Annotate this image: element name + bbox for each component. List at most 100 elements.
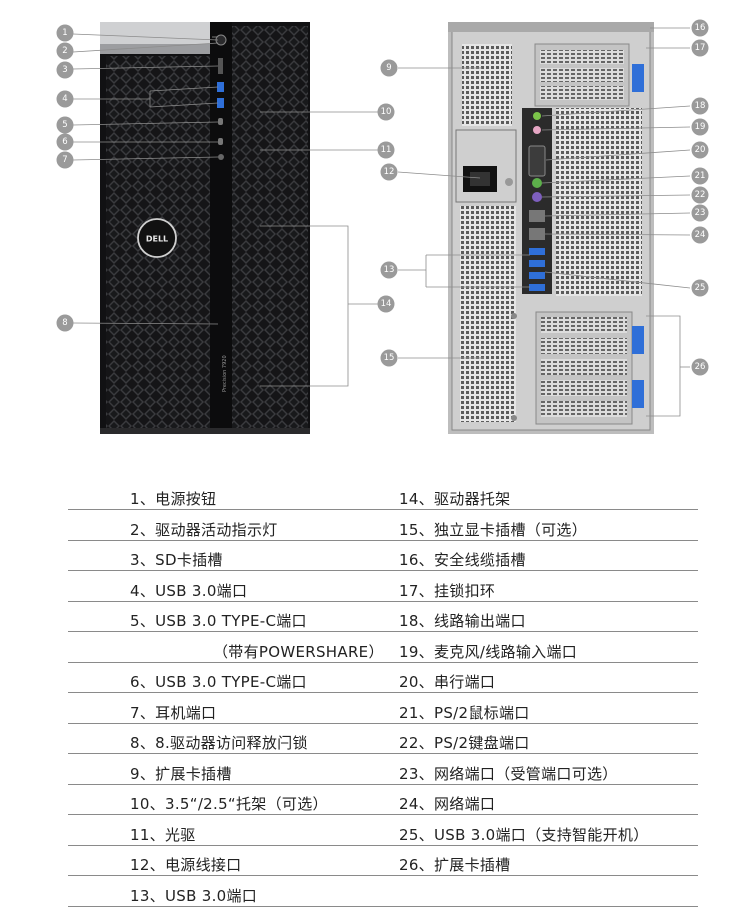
svg-text:11: 11 (381, 145, 392, 155)
callout-11: 11 (377, 141, 395, 159)
svg-text:18: 18 (695, 101, 706, 111)
legend-left: 8、8.驱动器访问释放闩锁 (130, 734, 308, 752)
legend-right: 19、麦克风/线路输入端口 (399, 642, 578, 661)
legend-row: 10、3.5“/2.5“托架（可选）24、网络端口 (68, 785, 698, 815)
legend-left: 9、扩展卡插槽 (130, 764, 232, 783)
svg-text:8: 8 (62, 318, 67, 328)
legend-left: 6、USB 3.0 TYPE-C端口 (130, 673, 307, 691)
legend-right: 23、网络端口（受管端口可选） (399, 764, 618, 783)
legend-row: 6、USB 3.0 TYPE-C端口 20、串行端口 (68, 663, 698, 693)
callout-12: 12 (380, 163, 398, 181)
callout-14: 14 (377, 295, 395, 313)
row-divider (68, 875, 698, 876)
legend-left: 11、光驱 (130, 825, 196, 844)
svg-text:23: 23 (695, 208, 706, 218)
row-divider (68, 844, 698, 846)
svg-text:16: 16 (695, 23, 706, 33)
legend-left: 10、3.5“/2.5“托架（可选） (130, 795, 328, 813)
legend-left: （带有POWERSHARE） (213, 642, 384, 661)
row-divider (68, 539, 698, 541)
callout-badges: 1 2 3 4 5 6 7 8 10 11 14 9 12 13 15 16 1… (56, 19, 709, 376)
row-divider (68, 753, 698, 754)
legend-right: 25、USB 3.0端口（支持智能开机） (399, 825, 649, 844)
svg-text:12: 12 (384, 167, 395, 177)
svg-text:13: 13 (384, 265, 395, 275)
callout-24: 24 (691, 226, 709, 244)
row-divider (68, 570, 698, 571)
legend-right: 14、驱动器托架 (399, 490, 511, 508)
front-chassis (100, 22, 310, 434)
legend-right: 22、PS/2键盘端口 (399, 734, 530, 752)
dell-logo-text: DELL (146, 235, 168, 244)
callout-13: 13 (380, 261, 398, 279)
callout-10: 10 (377, 103, 395, 121)
row-divider (68, 509, 698, 510)
svg-text:4: 4 (62, 94, 67, 104)
legend-right: 18、线路输出端口 (399, 612, 526, 630)
legend-right: 20、串行端口 (399, 673, 496, 691)
svg-text:7: 7 (62, 155, 67, 165)
row-divider (68, 722, 698, 724)
legend-row: 5、USB 3.0 TYPE-C端口 18、线路输出端口 (68, 602, 698, 632)
callout-8: 8 (56, 314, 74, 332)
svg-text:14: 14 (381, 299, 392, 309)
legend-left: 12、电源线接口 (130, 856, 242, 874)
legend-left: 4、USB 3.0端口 (130, 581, 248, 600)
legend-row: 12、电源线接口 26、扩展卡插槽 (68, 846, 698, 876)
row-divider (68, 783, 698, 785)
svg-text:9: 9 (386, 63, 391, 73)
legend-left: 2、驱动器活动指示灯 (130, 520, 278, 539)
legend-row: 11、光驱 25、USB 3.0端口（支持智能开机） (68, 816, 698, 846)
svg-text:21: 21 (695, 171, 706, 181)
callout-16: 16 (691, 19, 709, 37)
callout-7: 7 (56, 151, 74, 169)
legend-row: 1、电源按钮 14、驱动器托架 (68, 480, 698, 510)
row-divider (68, 814, 698, 815)
svg-text:17: 17 (695, 43, 706, 53)
callout-22: 22 (691, 186, 709, 204)
callout-23: 23 (691, 204, 709, 222)
callout-25: 25 (691, 279, 709, 297)
legend-left: 7、耳机端口 (130, 703, 217, 722)
callout-4: 4 (56, 90, 74, 108)
legend-left: 3、SD卡插槽 (130, 551, 223, 569)
callout-26: 26 (691, 358, 709, 376)
rear-chassis (448, 22, 654, 434)
legend-left: 5、USB 3.0 TYPE-C端口 (130, 612, 307, 630)
callout-19: 19 (691, 118, 709, 136)
legend-right: 15、独立显卡插槽（可选） (399, 520, 587, 539)
svg-text:3: 3 (62, 65, 67, 75)
svg-text:10: 10 (381, 107, 392, 117)
callout-20: 20 (691, 141, 709, 159)
row-divider (68, 600, 698, 602)
svg-text:24: 24 (695, 230, 706, 240)
legend-right: 26、扩展卡插槽 (399, 856, 511, 874)
legend-row: （带有POWERSHARE） 19、麦克风/线路输入端口 (68, 633, 698, 663)
dell-logo: DELL (137, 218, 177, 258)
callout-6: 6 (56, 133, 74, 151)
row-divider (68, 661, 698, 663)
legend-row: 13、USB 3.0端口 (68, 877, 698, 907)
svg-text:1: 1 (62, 28, 67, 38)
legend-row: 8、8.驱动器访问释放闩锁 22、PS/2键盘端口 (68, 724, 698, 754)
callout-lines (72, 27, 691, 417)
workstation-diagram: DELL Precision 7920 (56, 19, 709, 434)
svg-text:25: 25 (695, 283, 706, 293)
callout-2: 2 (56, 42, 74, 60)
row-divider (68, 692, 698, 693)
legend-row: 3、SD卡插槽 16、安全线缆插槽 (68, 541, 698, 571)
callout-17: 17 (691, 39, 709, 57)
callout-21: 21 (691, 167, 709, 185)
svg-text:20: 20 (695, 145, 706, 155)
callout-3: 3 (56, 61, 74, 79)
legend-right: 16、安全线缆插槽 (399, 551, 526, 569)
svg-text:22: 22 (695, 190, 706, 200)
legend-left: 1、电源按钮 (130, 490, 217, 508)
legend-right: 17、挂锁扣环 (399, 581, 496, 600)
svg-text:19: 19 (695, 122, 706, 132)
legend-row: 2、驱动器活动指示灯 15、独立显卡插槽（可选） (68, 511, 698, 541)
row-divider (68, 631, 698, 632)
legend-left: 13、USB 3.0端口 (130, 886, 258, 905)
row-divider (68, 905, 698, 907)
legend-row: 9、扩展卡插槽 23、网络端口（受管端口可选） (68, 755, 698, 785)
